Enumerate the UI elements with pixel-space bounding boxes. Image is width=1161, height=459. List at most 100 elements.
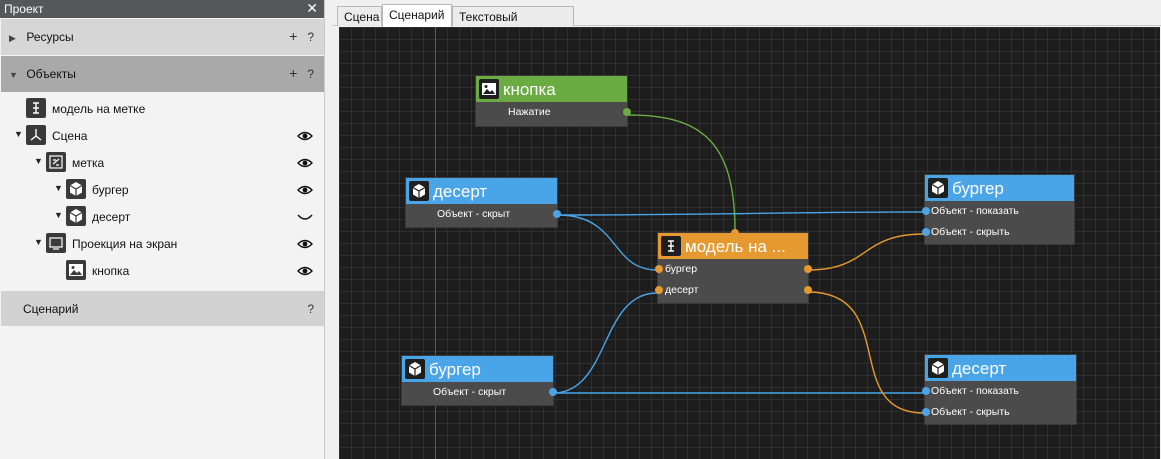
input-port-dot[interactable] — [922, 387, 930, 395]
node-header[interactable]: бургер — [925, 175, 1074, 201]
close-icon[interactable]: ✕ — [306, 0, 318, 16]
eye-icon[interactable] — [297, 157, 313, 169]
section-resources[interactable]: ▶ Ресурсы + ? — [1, 19, 324, 55]
node-header[interactable]: кнопка — [476, 76, 627, 102]
node-header[interactable]: десерт — [406, 178, 557, 204]
input-port-dot[interactable] — [922, 228, 930, 236]
collapsed-arrow-icon[interactable]: ▶ — [9, 33, 16, 43]
node-title: кнопка — [503, 80, 556, 99]
panel-title: Проект — [4, 2, 44, 16]
node-title: бургер — [429, 360, 481, 379]
tree-item-label: Проекция на экран — [72, 237, 178, 251]
output-port-dot[interactable] — [623, 108, 631, 116]
port-label: Нажатие — [508, 106, 551, 118]
tree-item-label: Сцена — [52, 129, 88, 143]
eye-icon[interactable] — [297, 265, 313, 277]
node-header[interactable]: модель на ... — [658, 233, 808, 259]
tree-item-marker[interactable]: ▼ метка — [34, 152, 314, 174]
objects-help-button[interactable]: ? — [307, 67, 314, 81]
eye-icon[interactable] — [297, 184, 313, 196]
node-title: десерт — [952, 359, 1007, 378]
image-icon — [66, 260, 86, 280]
input-port-dot[interactable] — [922, 408, 930, 416]
scenario-help-button[interactable]: ? — [307, 302, 314, 316]
tree-item-label: модель на метке — [52, 102, 146, 116]
output-port-dot[interactable] — [553, 210, 561, 218]
node-port-hide: Объект - скрыть — [922, 402, 1076, 423]
node-burger-target[interactable]: бургер Объект - показать Объект - скрыть — [922, 174, 1075, 245]
input-port-dot[interactable] — [655, 286, 663, 294]
port-label: Объект - показать — [931, 385, 1019, 397]
editor-tab-bar: Сцена Сценарий Текстовый редактор — [332, 0, 1161, 38]
section-scenario[interactable]: Сценарий ? — [1, 291, 324, 326]
tree-item-label: метка — [72, 156, 105, 170]
cube-icon — [928, 178, 948, 198]
canvas-guide-line — [435, 27, 436, 459]
expanded-arrow-icon[interactable]: ▼ — [54, 183, 63, 193]
expanded-arrow-icon[interactable]: ▼ — [54, 210, 63, 220]
node-burger-source[interactable]: бургер Объект - скрыт — [401, 355, 557, 406]
eye-closed-icon[interactable] — [297, 211, 313, 223]
expanded-arrow-icon[interactable]: ▼ — [9, 70, 18, 80]
expanded-arrow-icon[interactable]: ▼ — [14, 129, 23, 139]
section-objects[interactable]: ▼ Объекты + ? — [1, 56, 324, 92]
node-port-output: Нажатие — [476, 102, 631, 123]
cube-icon — [66, 179, 86, 199]
tree-item-dessert[interactable]: ▼ десерт — [54, 206, 314, 228]
port-label: Объект - скрыть — [931, 406, 1010, 418]
expanded-arrow-icon[interactable]: ▼ — [34, 156, 43, 166]
node-button[interactable]: кнопка Нажатие — [475, 75, 631, 127]
port-label: Объект - скрыт — [437, 208, 511, 220]
scene-axes-icon — [26, 125, 46, 145]
node-port-dessert: десерт — [655, 280, 812, 301]
model-anchor-icon — [661, 236, 681, 256]
tree-item-scene[interactable]: ▼ Сцена — [14, 125, 314, 147]
screen-projection-icon — [46, 233, 66, 253]
cube-icon — [928, 358, 948, 378]
resources-help-button[interactable]: ? — [307, 30, 314, 44]
marker-icon — [46, 152, 66, 172]
cube-icon — [66, 206, 86, 226]
node-port-output: Объект - скрыт — [406, 204, 561, 225]
tree-item-model[interactable]: модель на метке — [14, 98, 314, 120]
port-label: Объект - показать — [931, 205, 1019, 217]
node-dessert-target[interactable]: десерт Объект - показать Объект - скрыть — [922, 354, 1077, 425]
output-port-dot[interactable] — [549, 388, 557, 396]
input-port-dot[interactable] — [655, 265, 663, 273]
node-title: десерт — [433, 182, 488, 201]
output-port-dot[interactable] — [804, 265, 812, 273]
image-icon — [479, 79, 499, 99]
tab-text-editor[interactable]: Текстовый редактор — [452, 6, 574, 38]
port-label: Объект - скрыть — [931, 226, 1010, 238]
eye-icon[interactable] — [297, 130, 313, 142]
tree-item-label: кнопка — [92, 264, 130, 278]
port-label: бургер — [665, 263, 698, 275]
input-port-dot[interactable] — [731, 229, 739, 237]
tab-scene[interactable]: Сцена — [337, 6, 382, 26]
section-resources-label: Ресурсы — [26, 30, 74, 44]
tree-item-screen-projection[interactable]: ▼ Проекция на экран — [34, 233, 314, 255]
node-port-show: Объект - показать — [922, 381, 1076, 402]
expanded-arrow-icon[interactable]: ▼ — [34, 237, 43, 247]
output-port-dot[interactable] — [804, 286, 812, 294]
eye-icon[interactable] — [297, 238, 313, 250]
node-dessert-source[interactable]: десерт Объект - скрыт — [405, 177, 561, 228]
node-title: модель на ... — [685, 237, 786, 256]
section-scenario-label: Сценарий — [23, 302, 79, 316]
tree-item-button[interactable]: кнопка — [54, 260, 314, 282]
input-port-dot[interactable] — [922, 207, 930, 215]
add-resource-button[interactable]: + — [289, 28, 298, 44]
tab-scenario[interactable]: Сценарий — [382, 4, 452, 27]
section-objects-label: Объекты — [26, 67, 76, 81]
node-header[interactable]: бургер — [402, 356, 553, 382]
cube-icon — [405, 359, 425, 379]
cube-icon — [409, 181, 429, 201]
node-header[interactable]: десерт — [925, 355, 1076, 381]
tree-item-burger[interactable]: ▼ бургер — [54, 179, 314, 201]
port-label: Объект - скрыт — [433, 386, 507, 398]
add-object-button[interactable]: + — [289, 65, 298, 81]
node-model[interactable]: модель на ... бургер десерт — [655, 229, 812, 304]
port-label: десерт — [665, 284, 699, 296]
project-panel: Проект ✕ ▶ Ресурсы + ? ▼ Объекты + ? мод… — [0, 0, 325, 459]
node-port-show: Объект - показать — [922, 201, 1074, 222]
